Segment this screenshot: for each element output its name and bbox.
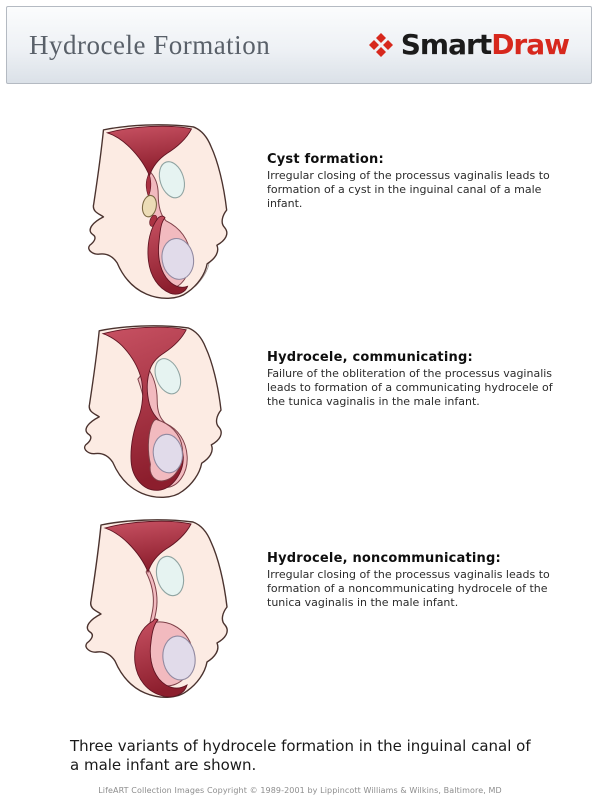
bladder-shape — [155, 555, 185, 597]
cyst-formation-illustration — [88, 124, 228, 299]
scrotal-red-sac — [147, 215, 189, 295]
hydrocele-communicating-illustration — [84, 325, 222, 498]
section-description: Irregular closing of the processus vagin… — [267, 568, 550, 609]
figure-caption: Three variants of hydrocele formation in… — [70, 737, 531, 774]
testis-shape — [162, 635, 196, 681]
section-cyst-formation: Cyst formation: Irregular closing of the… — [267, 152, 553, 211]
smartdraw-diamonds-icon — [368, 33, 393, 57]
section-description: Irregular closing of the processus vagin… — [267, 169, 550, 210]
peritoneum-wedge — [105, 125, 193, 178]
section-hydrocele-noncommunicating: Hydrocele, noncommunicating: Irregular c… — [267, 551, 553, 610]
scrotum-crease-line — [195, 262, 210, 287]
page-title: Hydrocele Formation — [29, 29, 271, 60]
section-heading: Hydrocele, communicating: — [267, 350, 473, 365]
smartdraw-logo: SmartDraw — [368, 28, 570, 61]
noncommunicating-hydrocele-sac — [134, 618, 188, 698]
hydrocele-noncommunicating-illustration — [85, 519, 228, 698]
testis-shape — [152, 433, 183, 474]
inguinal-cyst — [141, 194, 157, 218]
logo-draw-text: Draw — [491, 28, 570, 61]
bladder-shape — [154, 358, 182, 395]
smartdraw-logo-text: SmartDraw — [400, 28, 570, 61]
section-heading: Cyst formation: — [267, 152, 384, 167]
section-description: Failure of the obliteration of the proce… — [267, 367, 553, 408]
testis-shape — [161, 237, 195, 280]
section-hydrocele-communicating: Hydrocele, communicating: Failure of the… — [267, 350, 553, 409]
bladder-shape — [158, 161, 185, 199]
header: Hydrocele Formation SmartDraw — [6, 6, 592, 84]
copyright-footer: LifeART Collection Images Copyright © 19… — [98, 786, 502, 795]
peritoneum-wedge — [103, 520, 192, 574]
section-heading: Hydrocele, noncommunicating: — [267, 551, 501, 566]
logo-smart-text: Smart — [400, 28, 492, 61]
